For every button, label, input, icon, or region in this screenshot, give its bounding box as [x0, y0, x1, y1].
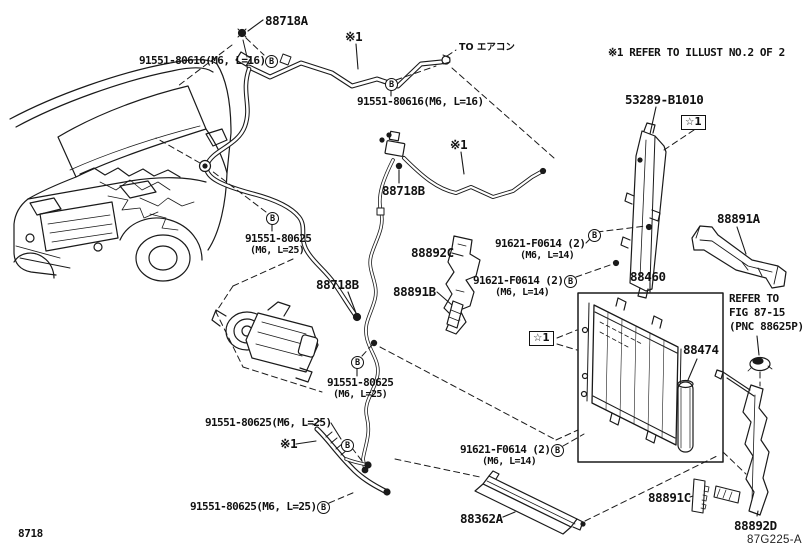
circled-b-marker-1: B: [265, 55, 278, 68]
fastener-callout-b25-c: 91551-80625(M6, L=25): [205, 416, 332, 429]
circled-b-marker-7: B: [341, 439, 354, 452]
fastener-spec-b14-c: (M6, L=14): [482, 456, 537, 467]
star1-flag-top: ☆1: [681, 115, 706, 130]
fastener-spec-b14-b: (M6, L=14): [495, 287, 550, 298]
grommet-88625p-drawing: [747, 356, 773, 372]
compressor-drawing: [211, 301, 319, 383]
bracket-88892d-drawing: [713, 369, 770, 516]
circled-b-marker-3: B: [266, 212, 279, 225]
fastener-callout-b16-b: 91551-80616(M6, L=16): [357, 95, 484, 108]
part-callout-88718a: 88718A: [265, 13, 308, 28]
circled-b-marker-8: B: [317, 501, 330, 514]
deflector-88362a-drawing: [474, 470, 586, 535]
fastener-callout-b14-b: 91621-F0614 (2): [473, 274, 564, 287]
receiver-drier-88474-drawing: [677, 379, 694, 453]
shroud-53289-drawing: [612, 122, 667, 299]
condenser-core-drawing: [580, 297, 682, 448]
construction-dashed-lines: [155, 37, 761, 522]
part-callout-88892c: 88892C: [411, 245, 454, 260]
fastener-callout-b14-a: 91621-F0614 (2): [495, 237, 586, 250]
bracket-88891b-drawing: [446, 300, 464, 329]
plate-code: 87G225-A: [747, 534, 802, 546]
part-callout-88460: 88460: [630, 269, 666, 284]
ac-pipe-assembly: [198, 28, 547, 496]
destination-note: TO エアコン: [459, 42, 515, 53]
part-callout-88891c: 88891C: [648, 490, 691, 505]
condenser-assembly-box: [577, 292, 724, 463]
reference-note-line2: FIG 87-15: [729, 306, 786, 319]
asterisk-flag-middle: ※1: [450, 137, 468, 152]
circled-b-marker-2: B: [385, 78, 398, 91]
fastener-callout-b16-a: 91551-80616(M6, L=16): [139, 54, 266, 67]
part-callout-88718b-a: 88718B: [382, 183, 425, 198]
figure-code: 8718: [18, 527, 43, 540]
fastener-callout-b25-d: 91551-80625(M6, L=25): [190, 500, 317, 513]
part-callout-88891a: 88891A: [717, 211, 760, 226]
fastener-spec-b25-a: (M6, L=25): [250, 245, 305, 256]
part-callout-88718b-b: 88718B: [316, 277, 359, 292]
part-callout-88362a: 88362A: [460, 511, 503, 526]
part-callout-88474: 88474: [683, 342, 719, 357]
part-callout-88891b: 88891B: [393, 284, 436, 299]
bracket-88891c-drawing: [691, 478, 710, 514]
circled-b-marker-6: B: [351, 356, 364, 369]
asterisk-flag-top: ※1: [345, 29, 363, 44]
vehicle-illustration: [9, 59, 232, 282]
circled-b-marker-5: B: [564, 275, 577, 288]
asterisk-flag-bottom: ※1: [280, 436, 298, 451]
fastener-spec-b14-a: (M6, L=14): [520, 250, 575, 261]
bracket-88891a-drawing: [691, 225, 787, 289]
part-callout-53289: 53289-B1010: [625, 92, 704, 107]
star1-flag-left: ☆1: [529, 331, 554, 346]
reference-note-line3: (PNC 88625P): [729, 320, 804, 333]
part-callout-88892d: 88892D: [734, 518, 777, 533]
fastener-callout-b14-c: 91621-F0614 (2): [460, 443, 551, 456]
circled-b-marker-9: B: [551, 444, 564, 457]
fastener-callout-b25-b: 91551-80625: [327, 376, 394, 389]
reference-note-line1: REFER TO: [729, 292, 779, 305]
circled-b-marker-4: B: [588, 229, 601, 242]
fastener-spec-b25-b: (M6, L=25): [333, 389, 388, 400]
fastener-callout-b25-a: 91551-80625: [245, 232, 312, 245]
leader-lines: [247, 19, 760, 518]
illustration-note: ※1 REFER TO ILLUST NO.2 OF 2: [608, 46, 785, 59]
